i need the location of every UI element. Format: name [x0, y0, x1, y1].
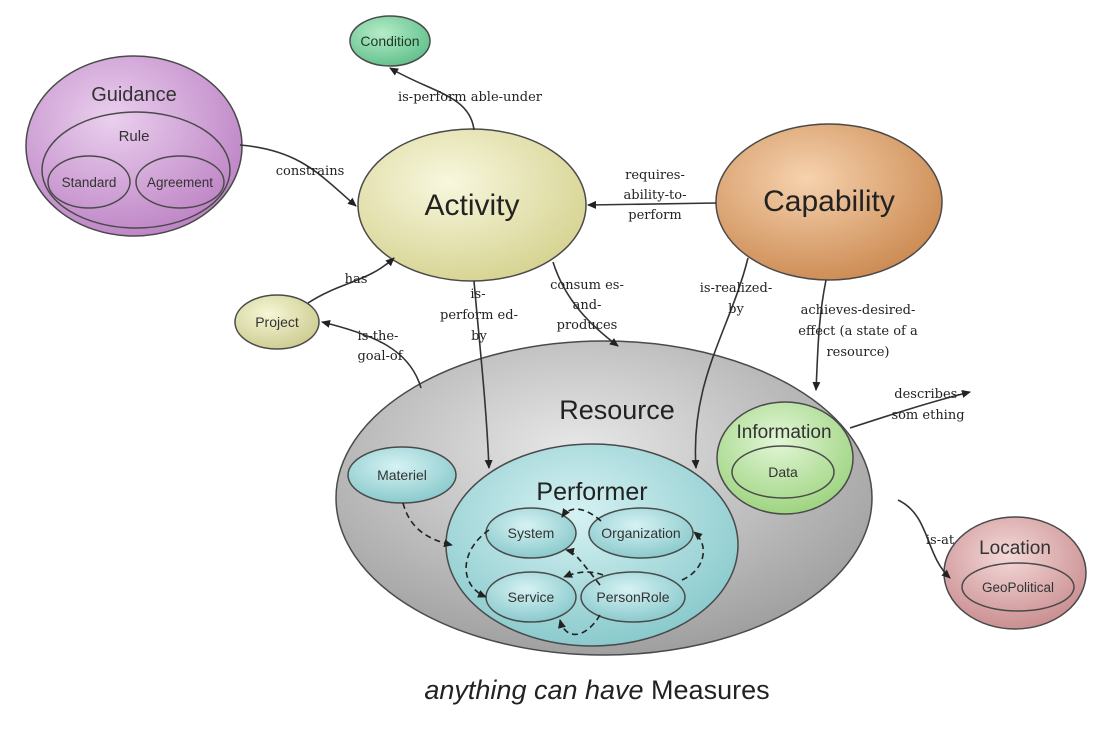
guidance-node: Guidance Rule Standard Agreement [25, 55, 243, 237]
edge-personrole-service [563, 570, 604, 578]
personrole-label: PersonRole [596, 589, 669, 605]
resource-label: Resource [559, 395, 675, 425]
materiel-node: Materiel [347, 446, 457, 504]
organization-label: Organization [601, 525, 680, 541]
personrole-ellipse [580, 571, 686, 623]
data-label: Data [768, 464, 798, 480]
materiel-label: Materiel [377, 467, 427, 483]
edge-system-service [465, 529, 490, 598]
svg-text:describes-: describes- [894, 387, 961, 402]
svg-text:achieves-desired-: achieves-desired- [801, 303, 916, 318]
edge-is-at [897, 499, 951, 579]
standard-label: Standard [62, 175, 117, 190]
label-constrains: constrains [276, 164, 345, 179]
svg-text:som ething: som ething [891, 408, 964, 423]
system-label: System [508, 525, 555, 541]
edge-labels: is-perform able-under constrains require… [276, 90, 965, 548]
capability-label: Capability [763, 185, 895, 218]
condition-label: Condition [360, 33, 419, 49]
edge-personrole-service-lower [558, 614, 601, 636]
edge-organization-system [561, 508, 602, 522]
label-is-performed-by: is- perform ed- by [440, 287, 518, 344]
label-is-realized-by: is-realized- by [700, 281, 772, 317]
edge-achieves-desired-effect [812, 279, 827, 391]
edge-materiel-performer [402, 502, 453, 548]
svg-text:perform ed-: perform ed- [440, 308, 518, 323]
project-node: Project [234, 294, 320, 350]
svg-text:goal-of: goal-of [357, 349, 403, 364]
caption: anything can have Measures [424, 675, 769, 705]
location-node: Location GeoPolitical [943, 516, 1087, 630]
edge-personrole-organization [681, 531, 704, 581]
organization-ellipse [588, 507, 694, 559]
label-consumes-and-produces: consum es- and- produces [550, 278, 624, 333]
svg-text:effect (a state of a: effect (a state of a [798, 324, 918, 339]
information-node: Information Data [716, 401, 854, 515]
svg-text:by: by [471, 329, 487, 344]
svg-text:is-the-: is-the- [358, 329, 399, 344]
performer-node: Performer System Organization Service Pe… [445, 443, 739, 647]
edge-is-the-goal-of [321, 320, 422, 389]
edge-is-performed-by [473, 280, 493, 469]
edges [239, 67, 971, 636]
agreement-label: Agreement [147, 175, 213, 190]
project-label: Project [255, 314, 299, 330]
guidance-label: Guidance [91, 84, 177, 106]
label-is-performable-under: is-perform able-under [398, 90, 543, 105]
label-achieves-desired-effect: achieves-desired- effect (a state of a r… [798, 303, 918, 360]
svg-text:requires-: requires- [625, 168, 685, 183]
capability-node: Capability [715, 123, 943, 281]
standard-ellipse [47, 155, 131, 209]
activity-node: Activity [357, 128, 587, 282]
geopolitical-ellipse [961, 562, 1075, 612]
edge-is-performable-under [389, 67, 475, 131]
location-label: Location [979, 538, 1051, 559]
edge-is-realized-by [691, 257, 749, 469]
edge-constrains [239, 144, 357, 207]
label-describes-something: describes- som ething [891, 387, 964, 423]
svg-text:resource): resource) [826, 345, 889, 360]
service-label: Service [508, 589, 555, 605]
condition-node: Condition [349, 15, 431, 67]
label-is-at: is-at [926, 533, 955, 548]
data-ellipse [731, 445, 835, 499]
svg-text:ability-to-: ability-to- [624, 188, 687, 203]
svg-text:is-: is- [470, 287, 485, 302]
svg-text:and-: and- [573, 298, 602, 313]
edge-personrole-system [565, 547, 601, 586]
agreement-ellipse [135, 155, 225, 209]
svg-text:is-realized-: is-realized- [700, 281, 772, 296]
svg-text:consum es-: consum es- [550, 278, 624, 293]
geopolitical-label: GeoPolitical [982, 580, 1054, 595]
caption-italic: anything can have [424, 675, 643, 705]
svg-text:produces: produces [557, 318, 618, 333]
svg-text:by: by [728, 302, 744, 317]
caption-plain: Measures [644, 675, 770, 705]
activity-label: Activity [424, 189, 519, 222]
svg-text:perform: perform [628, 208, 681, 223]
edge-describes-something [849, 390, 971, 429]
information-label: Information [736, 422, 831, 443]
label-is-the-goal-of: is-the- goal-of [357, 329, 403, 364]
label-has: has [345, 272, 368, 287]
edge-has [307, 257, 395, 304]
edge-requires-ability [587, 200, 717, 209]
label-requires-ability: requires- ability-to- perform [624, 168, 687, 223]
edge-consumes-and-produces [552, 261, 619, 347]
rule-label: Rule [119, 128, 150, 145]
performer-label: Performer [536, 478, 647, 506]
rule-ellipse [41, 111, 231, 229]
